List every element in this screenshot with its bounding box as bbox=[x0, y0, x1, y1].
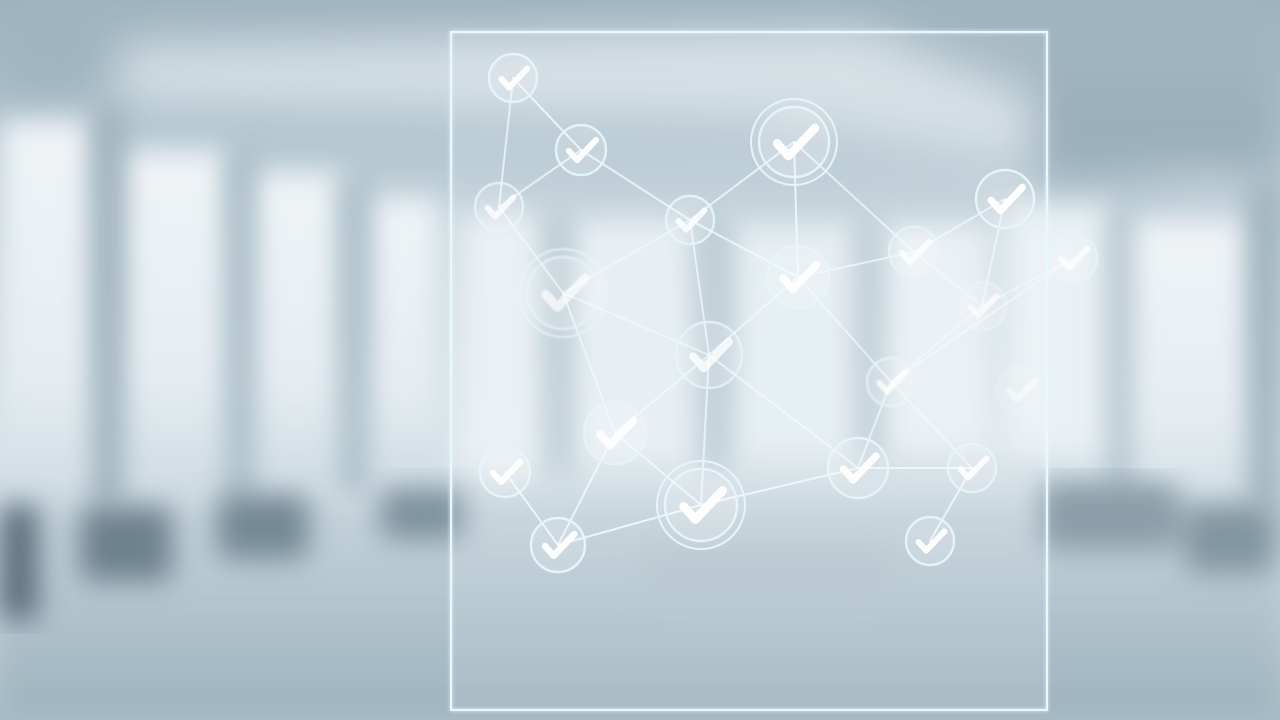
network-connection-line bbox=[498, 77, 514, 208]
checkmark-icon bbox=[915, 528, 948, 554]
checkmark-node bbox=[946, 442, 998, 494]
node-circle bbox=[478, 445, 532, 499]
checkmark-icon bbox=[541, 530, 578, 560]
network-connection-line bbox=[689, 219, 799, 278]
checkmark-node bbox=[664, 194, 716, 246]
network-connection-line bbox=[929, 467, 973, 542]
checkmark-node bbox=[656, 460, 746, 550]
checkmark-node bbox=[529, 516, 587, 574]
node-circle bbox=[663, 467, 739, 543]
checkmark-icon bbox=[779, 260, 821, 294]
outer-ring-circle bbox=[656, 460, 746, 550]
node-circle bbox=[887, 225, 941, 279]
network-connection-line bbox=[793, 141, 915, 253]
checkmark-node bbox=[865, 356, 917, 408]
checkmark-node bbox=[1047, 232, 1099, 284]
checkmark-icon bbox=[839, 452, 880, 484]
network-connection-line bbox=[557, 432, 616, 546]
node-circle bbox=[765, 244, 831, 310]
node-circle bbox=[582, 400, 648, 466]
checkmark-node bbox=[750, 98, 838, 186]
checkmark-icon bbox=[675, 207, 708, 233]
checkmark-icon bbox=[484, 194, 517, 220]
node-circle bbox=[487, 52, 539, 104]
checkmark-node bbox=[887, 225, 941, 279]
checkmark-icon bbox=[957, 455, 990, 481]
node-circle bbox=[946, 442, 998, 494]
node-circle bbox=[554, 123, 608, 177]
transparent-panel bbox=[450, 31, 1048, 711]
checkmark-icon bbox=[987, 183, 1026, 215]
checkmark-nodes bbox=[473, 52, 1099, 574]
checkmark-node bbox=[582, 400, 648, 466]
checkmark-icon bbox=[541, 274, 590, 312]
node-circle bbox=[956, 280, 1008, 332]
checkmark-node bbox=[956, 280, 1008, 332]
network-connection-line bbox=[504, 471, 559, 546]
checkmark-icon bbox=[1058, 245, 1091, 271]
checkmark-icon bbox=[596, 416, 638, 450]
network-connection-line bbox=[797, 251, 915, 278]
node-circle bbox=[664, 194, 716, 246]
checkmark-icon bbox=[679, 486, 728, 524]
checkmark-icon bbox=[689, 337, 733, 373]
checkmark-icon bbox=[967, 293, 1000, 319]
checkmark-node bbox=[473, 181, 525, 233]
checkmark-node bbox=[487, 52, 539, 104]
node-circle bbox=[525, 255, 601, 331]
network-connection-line bbox=[700, 354, 710, 506]
network-connection-line bbox=[793, 141, 799, 278]
network-connection-line bbox=[689, 219, 710, 356]
network-connection-line bbox=[614, 432, 702, 506]
checkmark-node bbox=[674, 320, 744, 390]
network-connection-line bbox=[557, 504, 702, 546]
checkmark-node bbox=[826, 436, 890, 500]
node-circle bbox=[674, 320, 744, 390]
node-circle bbox=[473, 181, 525, 233]
node-circle bbox=[826, 436, 890, 500]
checkmark-node bbox=[554, 123, 608, 177]
network-connection-line bbox=[689, 141, 795, 221]
node-circle bbox=[757, 105, 831, 179]
node-circle bbox=[1047, 232, 1099, 284]
node-circle bbox=[865, 356, 917, 408]
checkmark-icon bbox=[772, 123, 820, 161]
node-circle bbox=[995, 364, 1047, 416]
node-circle bbox=[904, 515, 956, 567]
checkmark-node bbox=[995, 364, 1047, 416]
network-connection-line bbox=[700, 467, 859, 506]
checkmark-node bbox=[765, 244, 831, 310]
checkmark-icon bbox=[1006, 377, 1039, 403]
node-circle bbox=[529, 516, 587, 574]
node-circle bbox=[974, 168, 1036, 230]
checkmark-icon bbox=[565, 136, 600, 164]
checkmark-node bbox=[974, 168, 1036, 230]
checkmark-icon bbox=[898, 238, 933, 266]
checkmark-node bbox=[518, 248, 608, 338]
checkmark-icon bbox=[498, 65, 531, 91]
network-connection-line bbox=[512, 77, 582, 151]
outer-ring-circle bbox=[750, 98, 838, 186]
checkmark-node bbox=[904, 515, 956, 567]
checkmark-icon bbox=[489, 458, 524, 486]
checkmark-node bbox=[478, 445, 532, 499]
network-connection-line bbox=[580, 149, 691, 221]
checkmark-icon bbox=[876, 369, 909, 395]
